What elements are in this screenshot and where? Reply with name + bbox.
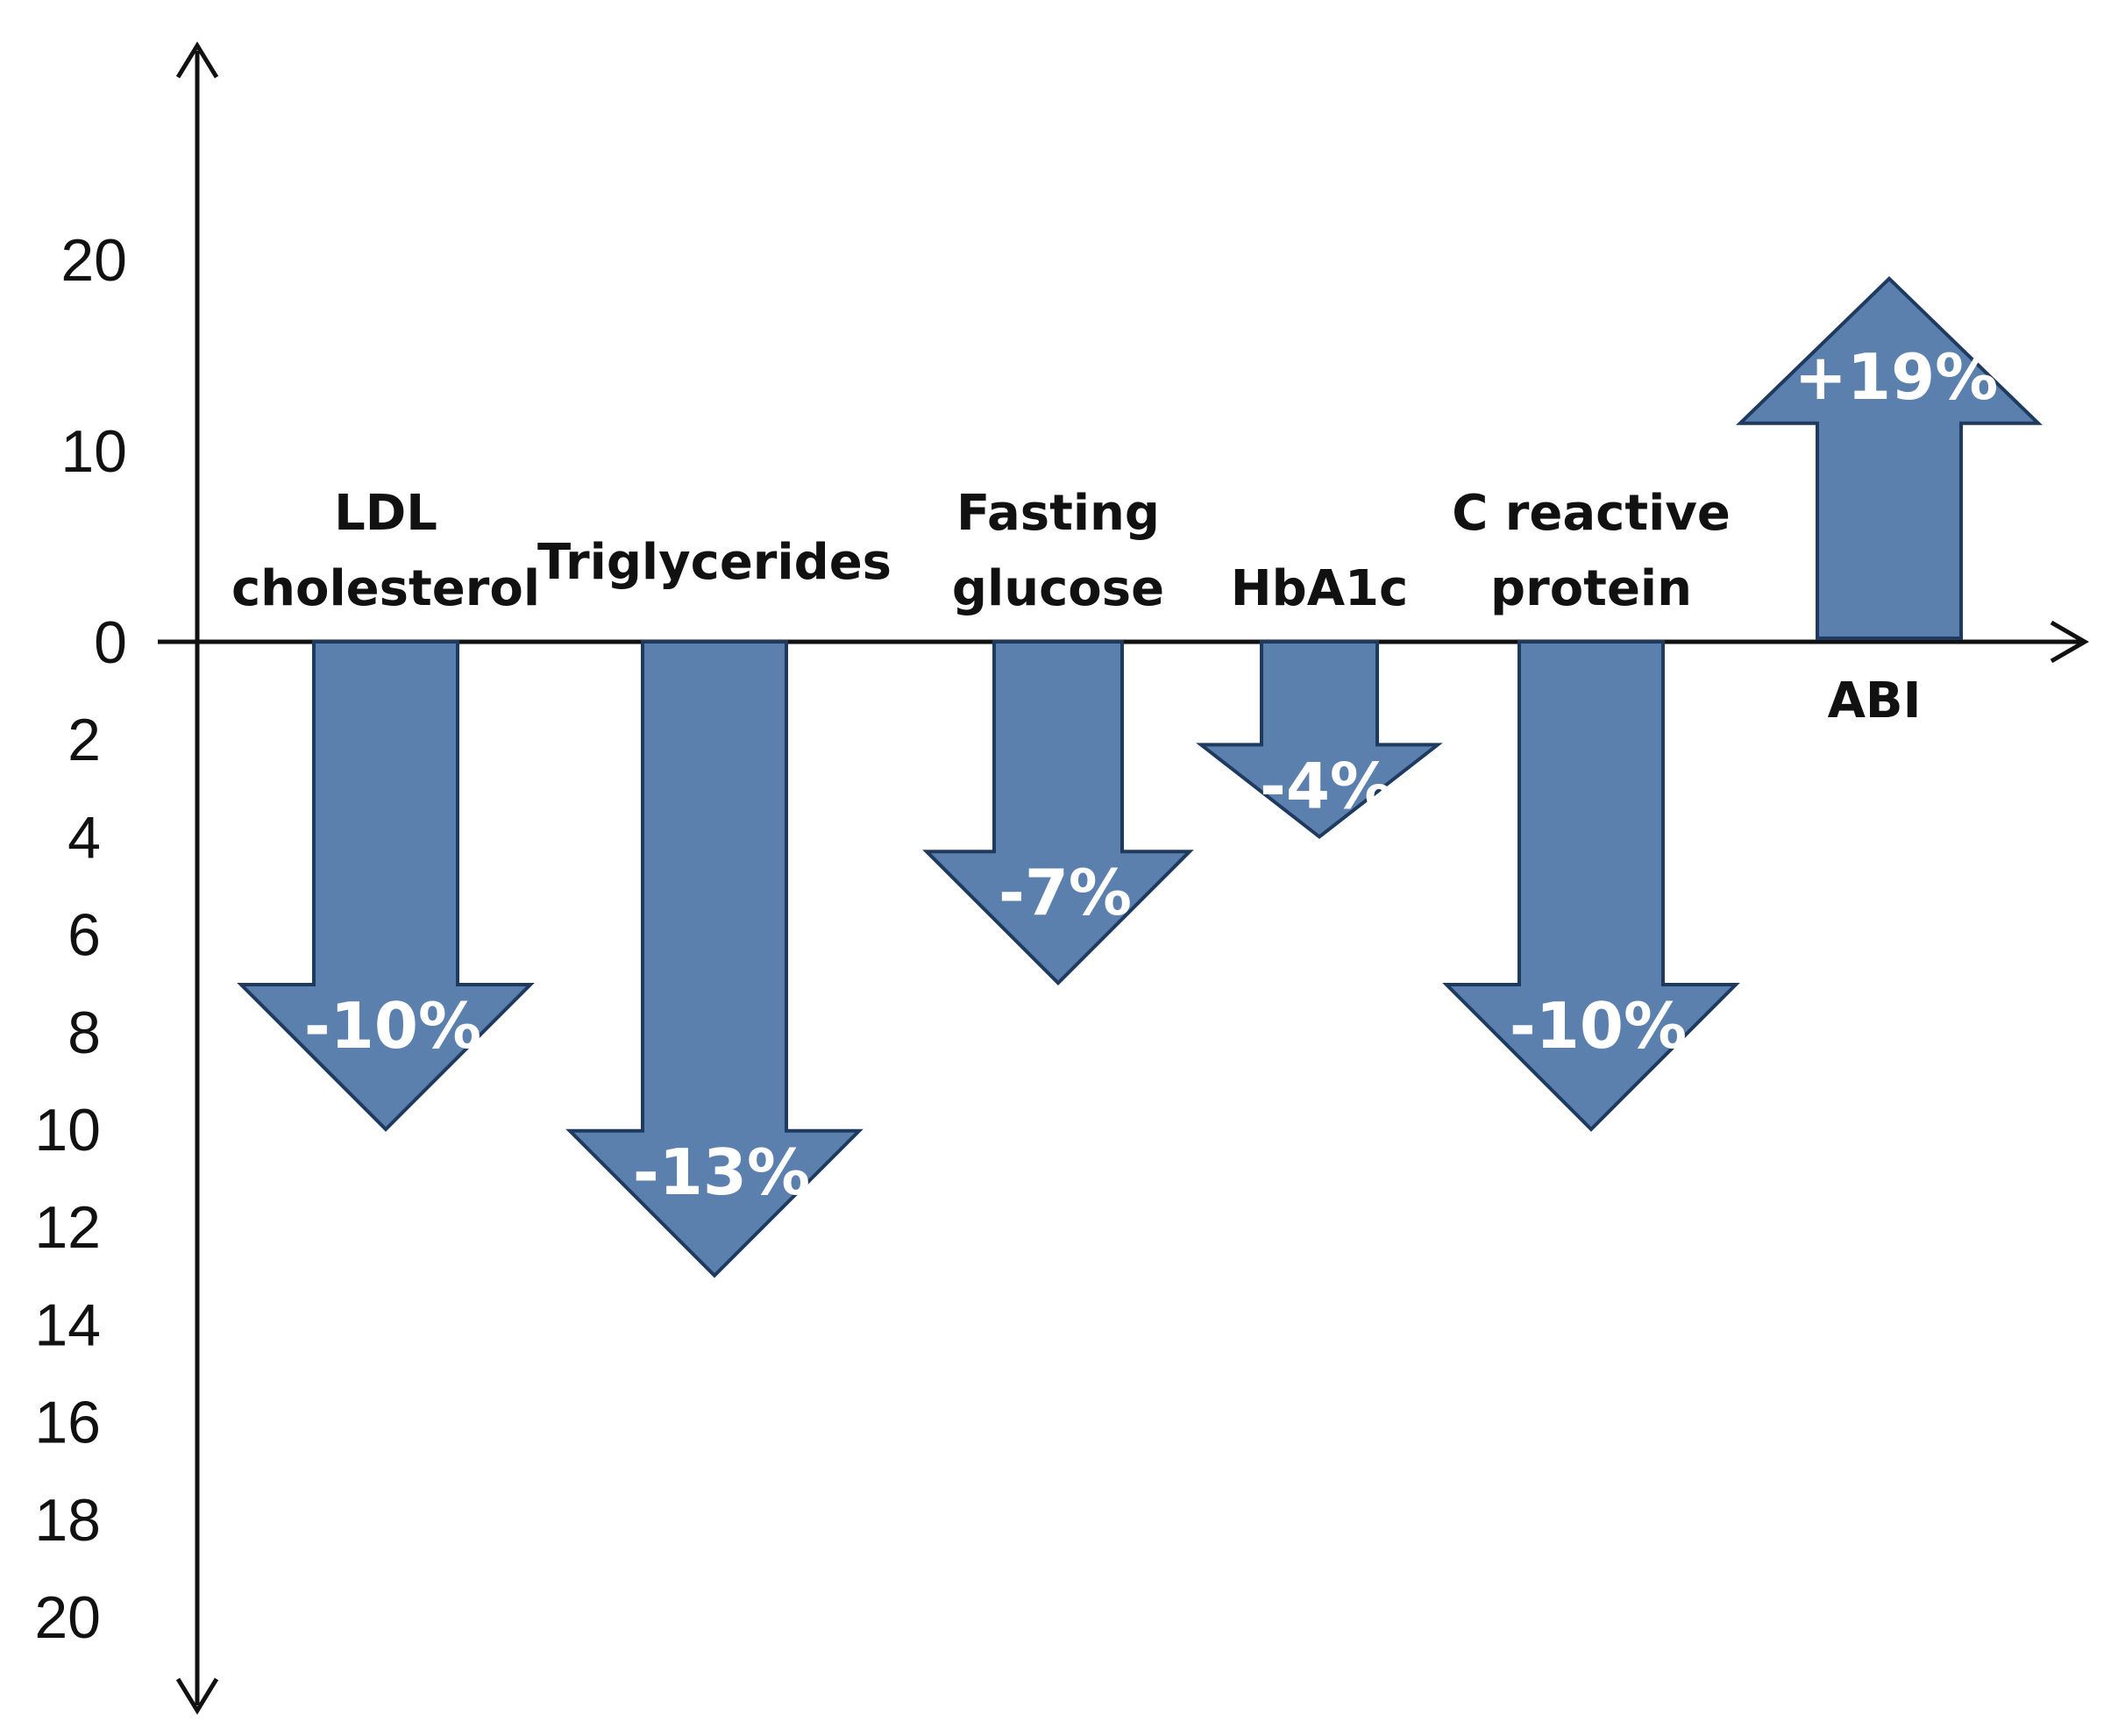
data-labels: -10% -13% -7% -4% -10% +19%: [304, 340, 1998, 1209]
arrow-bar: [1442, 640, 1740, 1132]
y-tick-labels: 0 10 20 2 4 6 8 10 12 14 16 18 20: [34, 227, 127, 1651]
y-tick-label: 20: [60, 227, 127, 294]
y-tick-label: 2: [68, 707, 101, 773]
category-label: glucose: [952, 560, 1164, 617]
y-tick-label: 0: [94, 609, 127, 676]
arrow-bar: [1196, 640, 1443, 839]
y-tick-label: 18: [34, 1487, 101, 1554]
data-label: +19%: [1795, 340, 1999, 414]
category-label: Triglycerides: [537, 534, 892, 591]
arrow-bar: [565, 640, 864, 1278]
y-tick-label: 20: [34, 1584, 101, 1651]
arrow-bars: [237, 276, 2043, 1278]
y-tick-label: 6: [68, 902, 101, 969]
x-axis-arrowhead: [2050, 620, 2089, 664]
category-label: HbA1c: [1231, 560, 1408, 617]
y-tick-label: 16: [34, 1390, 101, 1456]
data-label: -13%: [633, 1135, 810, 1209]
y-tick-label: 12: [34, 1194, 101, 1261]
data-label: -10%: [304, 989, 481, 1063]
data-label: -10%: [1510, 989, 1687, 1063]
arrow-bar: [922, 640, 1194, 986]
category-label: Fasting: [956, 485, 1160, 542]
arrow-bar: [237, 640, 535, 1132]
data-label: -7%: [999, 856, 1132, 929]
y-tick-label: 10: [60, 418, 127, 485]
category-label: ABI: [1828, 672, 1922, 729]
category-label: LDL: [334, 485, 437, 542]
category-label: protein: [1490, 560, 1692, 617]
y-axis-down-arrowhead: [175, 1677, 219, 1715]
y-tick-label: 10: [34, 1097, 101, 1163]
arrow-bar: [1736, 276, 2043, 640]
y-tick-label: 8: [68, 1000, 101, 1066]
data-label: -4%: [1260, 749, 1393, 822]
y-tick-label: 4: [68, 804, 101, 871]
y-tick-label: 14: [34, 1291, 101, 1358]
category-label: cholesterol: [231, 560, 540, 617]
y-axis-up-arrowhead: [175, 41, 219, 79]
category-label: C reactive: [1452, 485, 1731, 542]
